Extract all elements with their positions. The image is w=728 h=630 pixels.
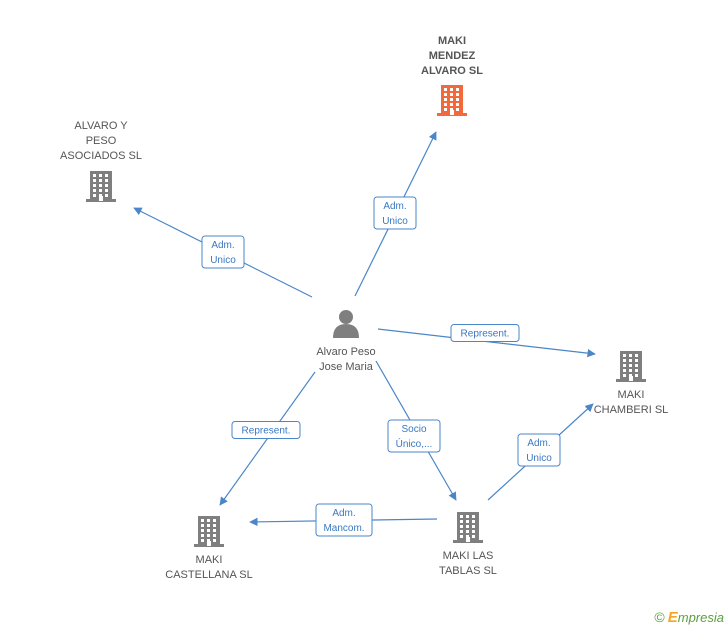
building-icon — [86, 171, 116, 202]
edge-alvaro-peso-to-maki-chamberi: Represent. — [377, 324, 596, 358]
edge-label-box[interactable] — [315, 503, 373, 537]
node-label: ALVARO SL — [421, 65, 483, 77]
node-maki-chamberi[interactable]: MAKI CHAMBERI SL — [594, 351, 669, 416]
edge-label-text: Represent. — [242, 426, 291, 437]
node-alvaro-y-peso[interactable]: ALVARO Y PESO ASOCIADOS SL — [60, 120, 142, 202]
node-label: Alvaro Peso — [316, 346, 375, 358]
edge-alvaro-peso-to-maki-castellana: Represent. — [219, 371, 316, 506]
brand-footer: ©Empresia — [654, 609, 724, 626]
node-label: MAKI LAS — [443, 550, 494, 562]
building-icon — [437, 85, 467, 116]
node-label: ASOCIADOS SL — [60, 150, 142, 162]
edge-label-text: Adm. — [332, 508, 355, 519]
node-label: TABLAS SL — [439, 565, 497, 577]
edge-label-box[interactable] — [517, 433, 561, 467]
building-icon — [194, 516, 224, 547]
node-label: Jose Maria — [319, 361, 374, 373]
node-maki-las-tablas[interactable]: MAKI LAS TABLAS SL — [439, 512, 497, 577]
edge-label-box[interactable] — [373, 196, 417, 230]
edges-layer: Adm.UnicoAdm.UnicoRepresent.Represent.So… — [133, 131, 596, 537]
node-label: MENDEZ — [429, 50, 476, 62]
edge-label-text: Represent. — [461, 329, 510, 340]
edge-label-box[interactable] — [387, 419, 441, 453]
node-label: MAKI — [196, 554, 223, 566]
edge-label-text: Adm. — [211, 240, 234, 251]
node-label: ALVARO Y — [74, 120, 128, 132]
edge-alvaro-peso-to-alvaro-y-peso: Adm. Unico — [133, 207, 313, 298]
edge-label-text: Unico — [526, 453, 552, 464]
nodes-layer: MAKI MENDEZ ALVARO SL ALVARO Y PESO ASOCIADOS… — [60, 35, 668, 581]
node-label: MAKI — [618, 389, 645, 401]
edge-maki-las-tablas-to-maki-castellana: Adm. Mancom. — [249, 503, 438, 537]
copyright-symbol: © — [654, 609, 665, 625]
building-icon — [453, 512, 483, 543]
node-maki-mendez[interactable]: MAKI MENDEZ ALVARO SL — [421, 35, 483, 116]
building-icon — [616, 351, 646, 382]
brand-logo-text: mpresia — [677, 610, 724, 625]
edge-label-text: Único,... — [396, 437, 433, 450]
node-label: PESO — [86, 135, 117, 147]
node-label: MAKI — [438, 35, 466, 47]
edge-label-text: Unico — [210, 255, 236, 266]
edge-alvaro-peso-to-maki-mendez: Adm. Unico — [354, 131, 437, 297]
edge-label-text: Unico — [382, 216, 408, 227]
edge-alvaro-peso-to-maki-las-tablas: SocioÚnico,... — [375, 360, 457, 501]
node-maki-castellana[interactable]: MAKI CASTELLANA SL — [165, 516, 253, 581]
edge-label-text: Adm. — [527, 438, 550, 449]
edge-maki-las-tablas-to-maki-chamberi: Adm. Unico — [487, 403, 594, 501]
edge-label-box[interactable] — [450, 324, 520, 342]
edge-label-box[interactable] — [201, 235, 245, 269]
edge-label-text: Socio — [401, 424, 426, 435]
brand-logo-initial: E — [667, 609, 678, 626]
edge-label-box[interactable] — [231, 421, 301, 439]
edge-label-text: Mancom. — [323, 523, 364, 534]
node-label: CASTELLANA SL — [165, 569, 252, 581]
node-label: CHAMBERI SL — [594, 404, 669, 416]
edge-label-text: Adm. — [383, 201, 406, 212]
person-icon — [333, 310, 359, 338]
